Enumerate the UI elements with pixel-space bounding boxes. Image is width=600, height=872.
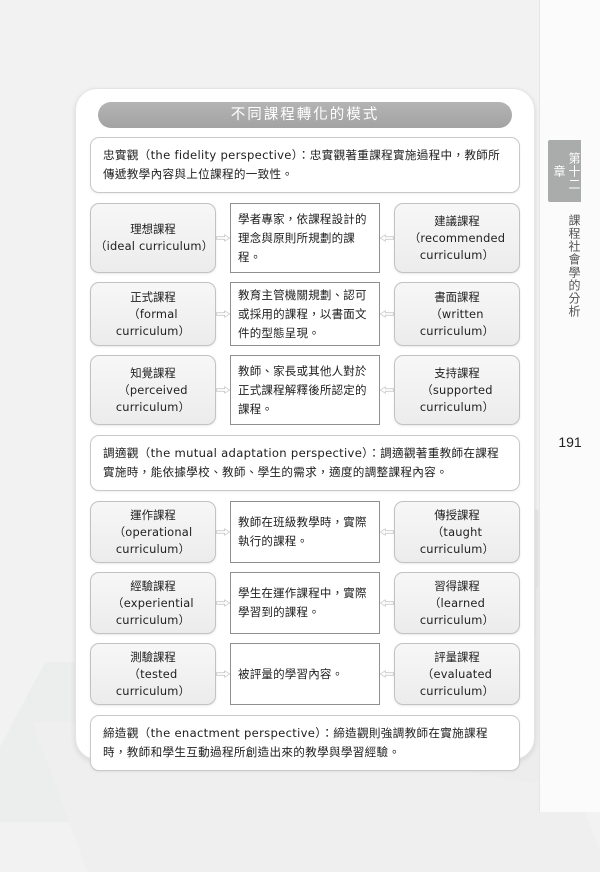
box-label-en: （written curriculum）	[419, 306, 495, 338]
box-written-curriculum: 書面課程 （written curriculum）	[394, 282, 520, 346]
diagram-row-ideal: 理想課程 （ideal curriculum） 學者專家，依課程設計的理念與原則…	[90, 203, 520, 273]
chapter-sidebar: 第十二章 課程社會學的分析 191	[539, 0, 600, 812]
box-label-zh: 習得課程	[434, 578, 480, 593]
paragraph-fidelity: 忠實觀（the fidelity perspective）：忠實觀著重課程實施過…	[90, 137, 520, 193]
box-label-en: （perceived curriculum）	[115, 382, 191, 414]
box-label-en: （tested curriculum）	[115, 666, 191, 698]
box-tested-curriculum: 測驗課程 （tested curriculum）	[90, 643, 216, 705]
box-label-en: （operational curriculum）	[113, 524, 193, 556]
box-ideal-curriculum: 理想課程 （ideal curriculum）	[90, 203, 216, 273]
paragraph-enactment: 締造觀（the enactment perspective）：締造觀則強調教師在…	[90, 715, 520, 771]
box-label-en: （evaluated curriculum）	[419, 666, 495, 698]
box-label-en: （taught curriculum）	[419, 524, 495, 556]
page-number: 191	[558, 434, 582, 450]
diagram-row-formal: 正式課程 （formal curriculum） 教育主管機關規劃、認可或採用的…	[90, 282, 520, 346]
box-label-zh: 運作課程	[130, 507, 176, 522]
arrow-left-icon	[380, 282, 394, 346]
box-label-en: （experiential curriculum）	[112, 595, 194, 627]
box-label-zh: 評量課程	[434, 649, 480, 664]
box-center-operational-description: 教師在班級教學時，實際執行的課程。	[230, 501, 380, 563]
arrow-left-icon	[380, 355, 394, 425]
box-operational-curriculum: 運作課程 （operational curriculum）	[90, 501, 216, 563]
arrow-right-icon	[216, 643, 230, 705]
arrow-left-icon	[380, 572, 394, 634]
box-label-zh: 理想課程	[130, 222, 176, 236]
box-formal-curriculum: 正式課程 （formal curriculum）	[90, 282, 216, 346]
box-center-experiential-description: 學生在運作課程中，實際學習到的課程。	[230, 572, 380, 634]
box-label-zh: 傳授課程	[434, 507, 480, 522]
box-center-perceived-description: 教師、家長或其他人對於正式課程解釋後所認定的課程。	[230, 355, 380, 425]
arrow-left-icon	[380, 501, 394, 563]
arrow-right-icon	[216, 501, 230, 563]
box-label-zh: 知覺課程	[130, 365, 176, 380]
paragraph-mutual-adaptation: 調適觀（the mutual adaptation perspective）：調…	[90, 435, 520, 491]
box-evaluated-curriculum: 評量課程 （evaluated curriculum）	[394, 643, 520, 705]
diagram-row-tested: 測驗課程 （tested curriculum） 被評量的學習內容。 評量課程 …	[90, 643, 520, 705]
box-label-zh: 建議課程	[434, 213, 480, 228]
box-learned-curriculum: 習得課程 （learned curriculum）	[394, 572, 520, 634]
box-label-zh: 經驗課程	[130, 578, 176, 593]
box-label-en: （ideal curriculum）	[95, 239, 214, 253]
box-taught-curriculum: 傳授課程 （taught curriculum）	[394, 501, 520, 563]
box-experiential-curriculum: 經驗課程 （experiential curriculum）	[90, 572, 216, 634]
diagram-title: 不同課程轉化的模式	[98, 102, 512, 128]
box-label-en: （recommended curriculum）	[408, 230, 506, 262]
box-label-en: （learned curriculum）	[419, 595, 495, 627]
box-label-zh: 支持課程	[434, 365, 480, 380]
box-recommended-curriculum: 建議課程 （recommended curriculum）	[394, 203, 520, 273]
box-center-ideal-description: 學者專家，依課程設計的理念與原則所規劃的課程。	[230, 203, 380, 273]
diagram-row-perceived: 知覺課程 （perceived curriculum） 教師、家長或其他人對於正…	[90, 355, 520, 425]
chapter-tab: 第十二章	[548, 140, 581, 202]
box-label-zh: 書面課程	[434, 289, 480, 304]
diagram-row-operational: 運作課程 （operational curriculum） 教師在班級教學時，實…	[90, 501, 520, 563]
box-supported-curriculum: 支持課程 （supported curriculum）	[394, 355, 520, 425]
box-label-zh: 正式課程	[130, 289, 176, 304]
box-center-formal-description: 教育主管機關規劃、認可或採用的課程，以書面文件的型態呈現。	[230, 282, 380, 346]
diagram-row-experiential: 經驗課程 （experiential curriculum） 學生在運作課程中，…	[90, 572, 520, 634]
arrow-right-icon	[216, 203, 230, 273]
box-label-en: （formal curriculum）	[115, 306, 191, 338]
box-label-en: （supported curriculum）	[419, 382, 495, 414]
arrow-left-icon	[380, 203, 394, 273]
diagram-card: 不同課程轉化的模式 忠實觀（the fidelity perspective）：…	[75, 88, 535, 771]
chapter-title: 課程社會學的分析	[567, 214, 581, 318]
arrow-right-icon	[216, 355, 230, 425]
box-center-tested-description: 被評量的學習內容。	[230, 643, 380, 705]
arrow-left-icon	[380, 643, 394, 705]
arrow-right-icon	[216, 572, 230, 634]
arrow-right-icon	[216, 282, 230, 346]
box-perceived-curriculum: 知覺課程 （perceived curriculum）	[90, 355, 216, 425]
box-label-zh: 測驗課程	[130, 649, 176, 664]
